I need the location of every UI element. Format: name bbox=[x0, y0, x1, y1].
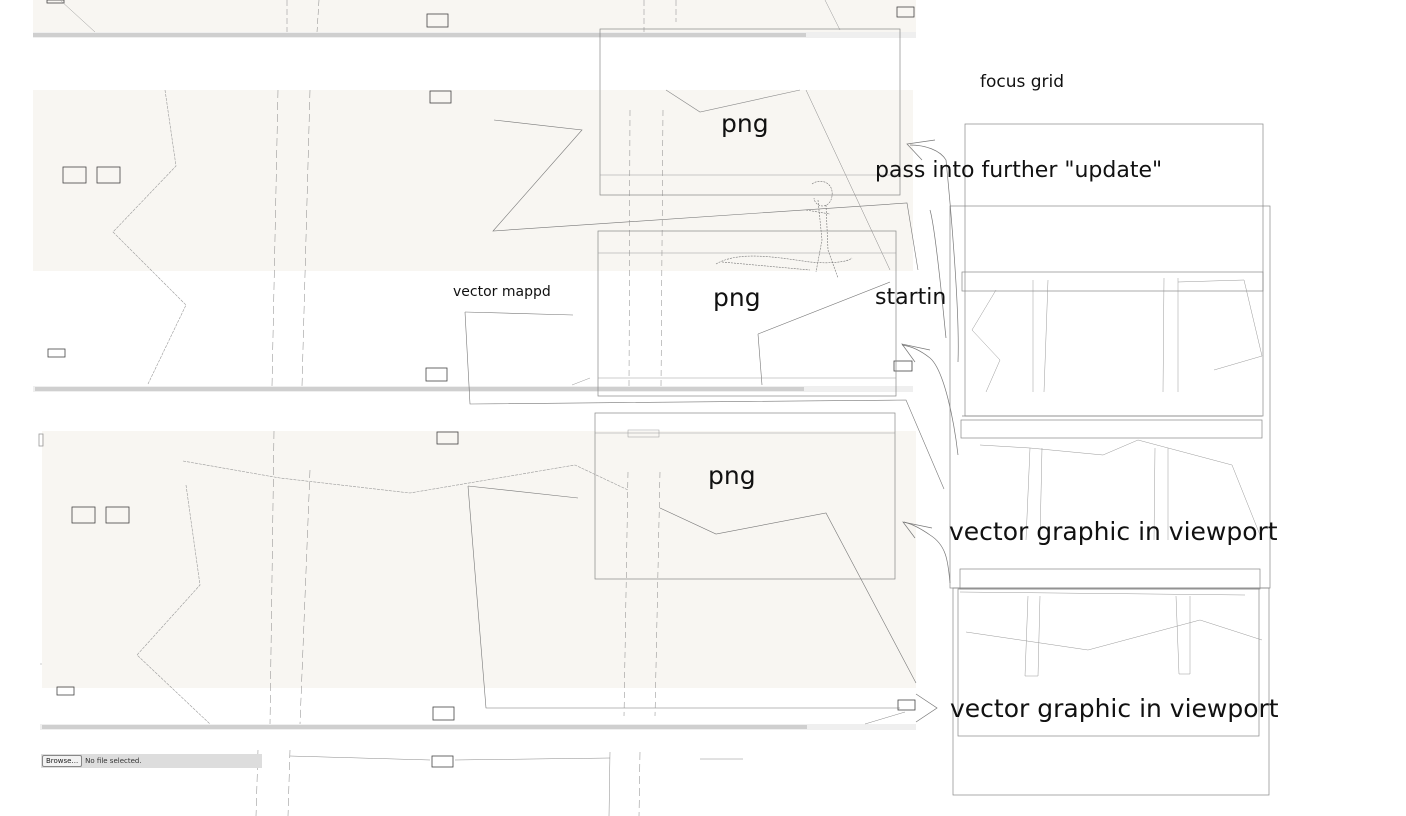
scribble-figure bbox=[715, 181, 853, 279]
scrollbar-thumb-middle[interactable] bbox=[35, 387, 804, 391]
focus-grid-frames bbox=[949, 123, 1271, 796]
label-vector-graphic-viewport-2: vector graphic in viewport bbox=[950, 694, 1279, 723]
png-frame-1 bbox=[599, 28, 901, 196]
viewport-panel-top bbox=[33, 0, 916, 38]
scrollbar-thumb-top[interactable] bbox=[33, 33, 806, 37]
file-input: Browse... No file selected. bbox=[41, 754, 262, 768]
browse-button[interactable]: Browse... bbox=[42, 755, 83, 767]
label-vector-graphic-viewport-1: vector graphic in viewport bbox=[949, 517, 1278, 546]
png-frame-2 bbox=[597, 230, 897, 397]
label-png-2: png bbox=[713, 283, 761, 312]
label-vector-mappd: vector mappd bbox=[453, 284, 551, 300]
scrollbar-thumb-bottom[interactable] bbox=[42, 725, 807, 729]
lower-sketch-lines bbox=[255, 749, 743, 816]
label-png-1: png bbox=[721, 109, 769, 138]
label-png-3: png bbox=[708, 461, 756, 490]
focus-grid-sketch bbox=[959, 277, 1263, 677]
viewport-panel-middle bbox=[33, 89, 945, 490]
viewport-panel-bottom bbox=[38, 430, 917, 730]
file-status-text: No file selected. bbox=[85, 757, 142, 765]
label-focus-grid: focus grid bbox=[980, 72, 1065, 92]
label-startin: startin bbox=[875, 285, 947, 310]
label-pass-into-update: pass into further "update" bbox=[875, 158, 1163, 183]
connector-arrows bbox=[901, 139, 959, 723]
png-frame-3 bbox=[594, 412, 896, 580]
